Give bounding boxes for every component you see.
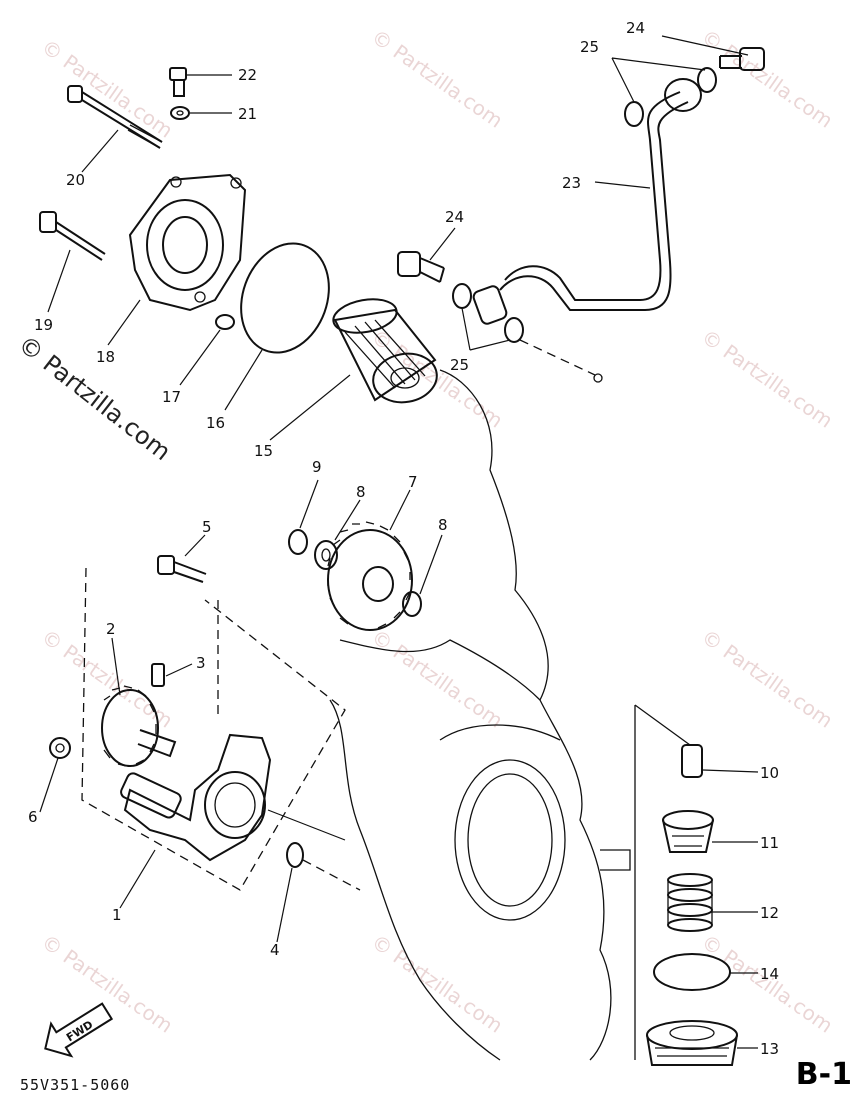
- washer-25-lower-a: [452, 283, 472, 309]
- washer-25-lower-b: [504, 317, 524, 343]
- callout-2: 2: [106, 620, 116, 638]
- washer-8-b: [402, 591, 422, 617]
- o-ring-4: [286, 842, 304, 868]
- crankcase-outline: [329, 369, 631, 1061]
- plug-13: [646, 1020, 738, 1066]
- o-ring-14: [653, 953, 731, 991]
- relief-valve-body-11: [662, 810, 714, 853]
- washer-25-upper-a: [697, 67, 717, 93]
- callout-16: 16: [206, 414, 225, 432]
- watermark-text: © Partzilla.com: [697, 929, 837, 1037]
- pin-3: [151, 663, 165, 687]
- callout-6: 6: [28, 808, 38, 826]
- washer-8-a: [314, 540, 338, 570]
- document-number: 55V351-5060: [20, 1076, 131, 1094]
- screw-22: [169, 67, 187, 97]
- callout-21: 21: [238, 105, 257, 123]
- callout-11: 11: [760, 834, 779, 852]
- callout-22: 22: [238, 66, 257, 84]
- callout-7: 7: [408, 473, 418, 491]
- short-bolt-19: [39, 211, 106, 261]
- crankcase-bore: [454, 759, 566, 921]
- pump-gear-2: [101, 685, 177, 767]
- callout-12: 12: [760, 904, 779, 922]
- callout-19: 19: [34, 316, 53, 334]
- relief-valve-plunger-10: [681, 744, 703, 778]
- banjo-bolt-24-upper: [719, 47, 765, 71]
- watermark-text: © Partzilla.com: [367, 624, 507, 732]
- watermark-text: © Partzilla.com: [697, 624, 837, 732]
- callout-4: 4: [270, 941, 280, 959]
- figure-reference: B-1: [795, 1057, 852, 1092]
- callout-10: 10: [760, 764, 779, 782]
- watermark-text: © Partzilla.com: [367, 929, 507, 1037]
- small-o-ring-17: [215, 314, 235, 330]
- fwd-arrow-icon: FWD: [44, 1002, 114, 1058]
- oil-filter-element-15: [332, 298, 438, 404]
- callout-20: 20: [66, 171, 85, 189]
- spring-12: [667, 873, 713, 932]
- callout-1: 1: [112, 906, 122, 924]
- watermark-text: © Partzilla.com: [697, 324, 837, 432]
- banjo-bolt-24-lower: [397, 251, 445, 283]
- watermark-text: © Partzilla.com: [37, 34, 177, 142]
- callout-17: 17: [162, 388, 181, 406]
- oil-pump-body-1: [120, 733, 272, 862]
- watermark-text: © Partzilla.com: [367, 24, 507, 132]
- drive-gear-7: [327, 521, 413, 631]
- callout-9: 9: [312, 458, 322, 476]
- leader-lines: [39, 35, 759, 1049]
- large-o-ring-16: [240, 242, 330, 354]
- circlip-9: [288, 529, 308, 555]
- long-bolt-20: [67, 85, 163, 149]
- washer-25-upper-b: [624, 101, 644, 127]
- callout-labels: 22 21 20 19 18 17 16 15 24 25 23 24 25 9…: [28, 19, 779, 1058]
- callout-25-lower: 25: [450, 356, 469, 374]
- callout-14: 14: [760, 965, 779, 983]
- callout-8-lower: 8: [438, 516, 448, 534]
- screw-5: [157, 555, 207, 583]
- callout-24-lower: 24: [445, 208, 464, 226]
- oil-filter-cover: [128, 173, 247, 312]
- callout-3: 3: [196, 654, 206, 672]
- washer-21: [170, 106, 190, 120]
- callout-24-upper: 24: [626, 19, 645, 37]
- oil-pump-group-box: [81, 567, 346, 891]
- callout-5: 5: [202, 518, 212, 536]
- callout-15: 15: [254, 442, 273, 460]
- relief-valve-bracket: [634, 704, 691, 1060]
- callout-23: 23: [562, 174, 581, 192]
- callout-13: 13: [760, 1040, 779, 1058]
- fwd-label: FWD: [64, 1018, 95, 1044]
- callout-8-upper: 8: [356, 483, 366, 501]
- watermark-text: © Partzilla.com: [697, 24, 837, 132]
- dowel-6: [49, 737, 71, 759]
- callout-25-upper: 25: [580, 38, 599, 56]
- oil-pipe-23: [472, 78, 702, 325]
- callout-18: 18: [96, 348, 115, 366]
